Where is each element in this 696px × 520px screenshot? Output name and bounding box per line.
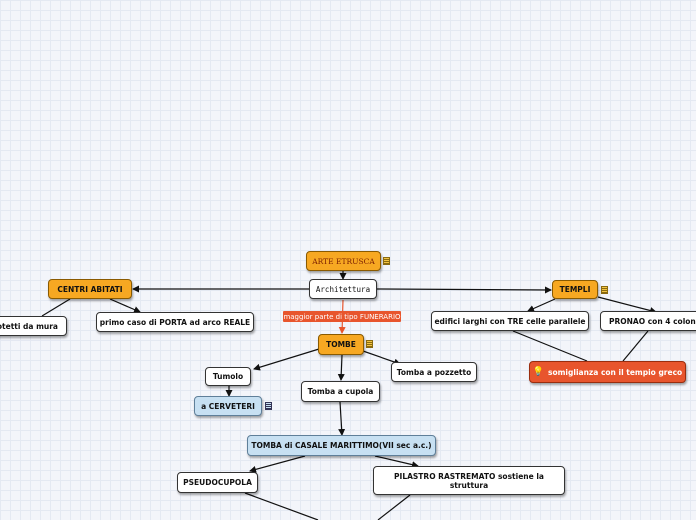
node-pseudocupola-label: PSEUDOCUPOLA bbox=[183, 478, 252, 487]
node-casale-marittimo[interactable]: TOMBA di CASALE MARITTIMO(VII sec a.c.) bbox=[247, 435, 436, 456]
edge-pilastro-down bbox=[377, 494, 411, 520]
edge-pseudocupola-down bbox=[244, 492, 319, 520]
note-icon[interactable] bbox=[265, 402, 272, 410]
node-centri-abitati[interactable]: CENTRI ABITATI bbox=[48, 279, 132, 299]
node-porta-arco[interactable]: primo caso di PORTA ad arco REALE bbox=[96, 312, 254, 332]
node-centri-abitati-label: CENTRI ABITATI bbox=[57, 284, 123, 294]
node-pronao-label: PRONAO con 4 colonne bbox=[609, 316, 696, 326]
node-pilastro[interactable]: PILASTRO RASTREMATO sostiene la struttur… bbox=[373, 466, 565, 495]
node-porta-arco-label: primo caso di PORTA ad arco REALE bbox=[99, 317, 251, 327]
lightbulb-icon: 💡 bbox=[532, 366, 544, 377]
edge-casale-pilastro bbox=[374, 455, 419, 469]
node-tomba-pozzetto-label: Tomba a pozzetto bbox=[396, 367, 472, 377]
node-edifici-larghi[interactable]: edifici larghi con TRE celle parallele bbox=[431, 311, 589, 331]
node-architettura[interactable]: Architettura bbox=[309, 279, 377, 299]
edge-label-funerario-text: maggior parte di tipo FUNERARIO bbox=[283, 312, 401, 321]
node-tumolo[interactable]: Tumolo bbox=[205, 367, 251, 386]
node-templi-label: TEMPLI bbox=[559, 285, 591, 294]
edge-cupola-casale bbox=[338, 401, 346, 436]
node-protetti-mura-label: protetti da mura bbox=[0, 321, 58, 331]
node-protetti-mura[interactable]: protetti da mura bbox=[0, 316, 67, 336]
edge-pronao-somiglianza bbox=[622, 330, 649, 362]
edge-label-funerario: maggior parte di tipo FUNERARIO bbox=[283, 311, 401, 322]
note-icon[interactable] bbox=[383, 257, 390, 265]
node-pilastro-label: PILASTRO RASTREMATO sostiene la struttur… bbox=[394, 471, 544, 490]
node-tombe[interactable]: TOMBE bbox=[318, 334, 364, 355]
node-pseudocupola[interactable]: PSEUDOCUPOLA bbox=[177, 472, 258, 493]
edge-templi-edifici bbox=[527, 298, 556, 312]
edge-centri-protetti bbox=[41, 298, 71, 317]
node-cerveteri-label: a CERVETERI bbox=[201, 401, 255, 411]
node-tombe-label: TOMBE bbox=[326, 340, 356, 349]
edge-templi-pronao bbox=[597, 296, 657, 314]
node-tomba-pozzetto[interactable]: Tomba a pozzetto bbox=[391, 362, 477, 382]
node-somiglianza[interactable]: 💡 somiglianza con il tempio greco bbox=[529, 361, 686, 383]
edge-casale-pseudocupola bbox=[249, 455, 306, 473]
note-icon[interactable] bbox=[366, 340, 373, 348]
node-templi[interactable]: TEMPLI bbox=[552, 280, 598, 299]
node-cerveteri[interactable]: a CERVETERI bbox=[194, 396, 262, 416]
edge-edifici-somiglianza bbox=[512, 330, 588, 362]
node-casale-marittimo-label: TOMBA di CASALE MARITTIMO(VII sec a.c.) bbox=[251, 441, 432, 450]
node-arte-etrusca-label: ARTE ETRUSCA bbox=[312, 256, 375, 266]
edge-tombe-pozzetto bbox=[362, 350, 401, 366]
node-pronao[interactable]: PRONAO con 4 colonne bbox=[600, 311, 696, 331]
edge-tombe-tumolo bbox=[253, 348, 320, 371]
edge-architettura-templi bbox=[376, 286, 552, 294]
node-arte-etrusca[interactable]: ARTE ETRUSCA bbox=[306, 251, 381, 271]
edge-tombe-cupola bbox=[337, 354, 345, 381]
node-architettura-label: Architettura bbox=[315, 284, 371, 294]
edge-centri-porta bbox=[109, 298, 141, 313]
node-tomba-cupola[interactable]: Tomba a cupola bbox=[301, 381, 380, 402]
node-tumolo-label: Tumolo bbox=[212, 372, 244, 381]
node-somiglianza-label: somiglianza con il tempio greco bbox=[548, 367, 683, 377]
note-icon[interactable] bbox=[601, 286, 608, 294]
node-edifici-larghi-label: edifici larghi con TRE celle parallele bbox=[434, 316, 586, 326]
node-tomba-cupola-label: Tomba a cupola bbox=[307, 387, 374, 396]
